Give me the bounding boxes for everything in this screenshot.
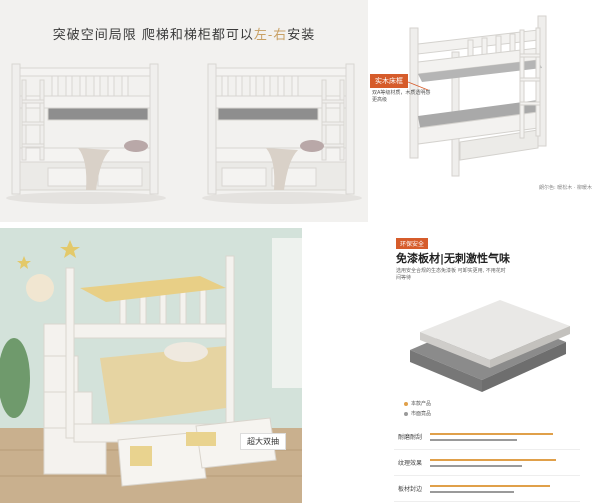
comparison-row: 耐磨耐刮 — [394, 424, 580, 450]
legend-label: 市面竟品 — [411, 411, 432, 417]
legend-label: 本款产品 — [411, 401, 432, 407]
others-bar — [430, 465, 523, 467]
comparison-row-label: 板材封边 — [398, 486, 423, 493]
legend-item-others: 市面竟品 — [404, 410, 431, 417]
frame-footer: 朗尔色: 暖松木 · 柳暖木 — [538, 185, 592, 191]
comparison-row-label: 耐磨耐刮 — [398, 434, 423, 441]
solid-wood-frame-panel: 实木床框 双A等级材质，木质透明感更高级 朗尔色: 暖松木 · 柳暖木 — [370, 0, 600, 222]
ours-bar — [430, 433, 554, 435]
caption-suffix: 安装 — [287, 28, 316, 43]
kids-room-bunk-bed-photo — [0, 228, 302, 503]
comparison-row: 纹理效果 — [394, 450, 580, 476]
eco-board-panel: 环保安全 免漆板材|无刺激性气味 选用安全合规的生态免漆板 可卸实更用, 不用花… — [370, 228, 600, 503]
ladder-caption: 突破空间局限 爬梯和梯柜都可以左-右安装 — [0, 24, 368, 43]
board-title: 免漆板材|无刺激性气味 — [396, 252, 511, 265]
ladder-placement-panel: 突破空间局限 爬梯和梯柜都可以左-右安装 — [0, 0, 368, 222]
eco-tag: 环保安全 — [396, 238, 429, 249]
ours-bar — [430, 485, 551, 487]
drawer-badge: 超大双抽 — [240, 433, 286, 450]
frame-description: 双A等级材质，木质透明感更高级 — [372, 90, 431, 103]
bunk-bed-angled-illustration — [407, 15, 547, 177]
star-decorations — [17, 240, 80, 269]
board-samples-illustration — [410, 300, 570, 392]
comparison-row: 板材封边 — [394, 476, 580, 502]
others-bar — [430, 439, 517, 441]
comparison-rows: 耐磨耐刮 纹理效果 板材封边 — [394, 424, 580, 502]
comparison-legend: 本款产品 市面竟品 — [404, 400, 431, 420]
bunk-beds-illustration — [6, 63, 362, 204]
legend-item-ours: 本款产品 — [404, 400, 431, 407]
frame-tag: 实木床框 — [370, 74, 408, 88]
ours-bar — [430, 459, 556, 461]
others-bar — [430, 491, 514, 493]
caption-accent: 左-右 — [253, 28, 288, 43]
bunk-bed-left — [11, 63, 159, 195]
comparison-row-label: 纹理效果 — [398, 460, 423, 467]
room-photo-panel: 超大双抽 — [0, 228, 302, 503]
board-subtitle: 选用安全合规的生态免漆板 可卸实更用, 不用花时间等待 — [396, 268, 506, 281]
caption-prefix: 突破空间局限 爬梯和梯柜都可以 — [52, 28, 254, 43]
